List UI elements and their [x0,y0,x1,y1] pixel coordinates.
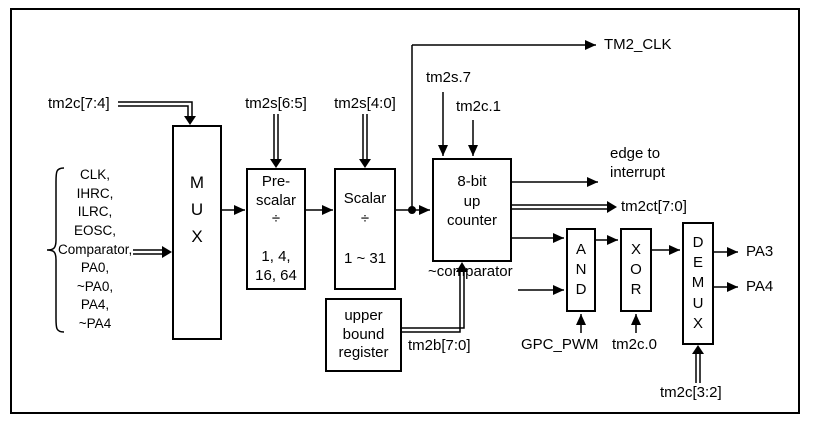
gpc-pwm-label: GPC_PWM [521,336,599,353]
upper-bound-register-block: upper bound register [325,298,402,372]
tm2ct70-label: tm2ct[7:0] [621,198,687,215]
pa4-label: PA4 [746,278,774,295]
xor-gate-block: X O R [620,228,652,312]
tm2c1-label: tm2c.1 [456,98,502,115]
bus-sources-to-mux [133,246,172,258]
tm2c0-label: tm2c.0 [612,336,658,353]
bus-tm2s40-to-scalar [359,114,371,168]
sources-brace-icon [46,167,65,333]
tm2c32-label: tm2c[3:2] [660,384,722,401]
diagram-border [10,8,800,414]
tm2s40-label: tm2s[4:0] [334,95,396,112]
and-gate-block: A N D [566,228,596,312]
tm2-clk-label: TM2_CLK [604,36,672,53]
tm2c74-label: tm2c[7:4] [48,95,110,112]
tm2s65-label: tm2s[6:5] [245,95,307,112]
tm2b70-label: tm2b[7:0] [408,337,471,354]
bus-tm2c74-to-mux [118,101,196,125]
counter-block: 8-bit up counter [432,158,512,262]
bus-tm2s65-to-prescaler [270,114,282,168]
edge-to-interrupt-label: edge to interrupt [610,145,666,181]
bus-tm2c32-to-demux [692,345,704,383]
bus-tm2ct-out [512,201,617,213]
mux-block: M U X [172,125,222,340]
clock-sources-list: CLK, IHRC, ILRC, EOSC, Comparator, PA0, … [58,167,133,331]
wire-tm2-clk-out [411,40,596,210]
prescaler-block: Pre- scalar ÷ 1, 4, 16, 64 [246,168,306,290]
scalar-block: Scalar ÷ 1 ~ 31 [334,168,396,290]
bus-tm2b-register-to-counter [402,262,468,333]
demux-block: D E M U X [682,222,714,345]
pa3-label: PA3 [746,243,774,260]
tm2s7-label: tm2s.7 [426,69,472,86]
wire-scalar-to-counter [396,205,430,215]
comparator-inv-label: ~comparator [428,263,513,280]
